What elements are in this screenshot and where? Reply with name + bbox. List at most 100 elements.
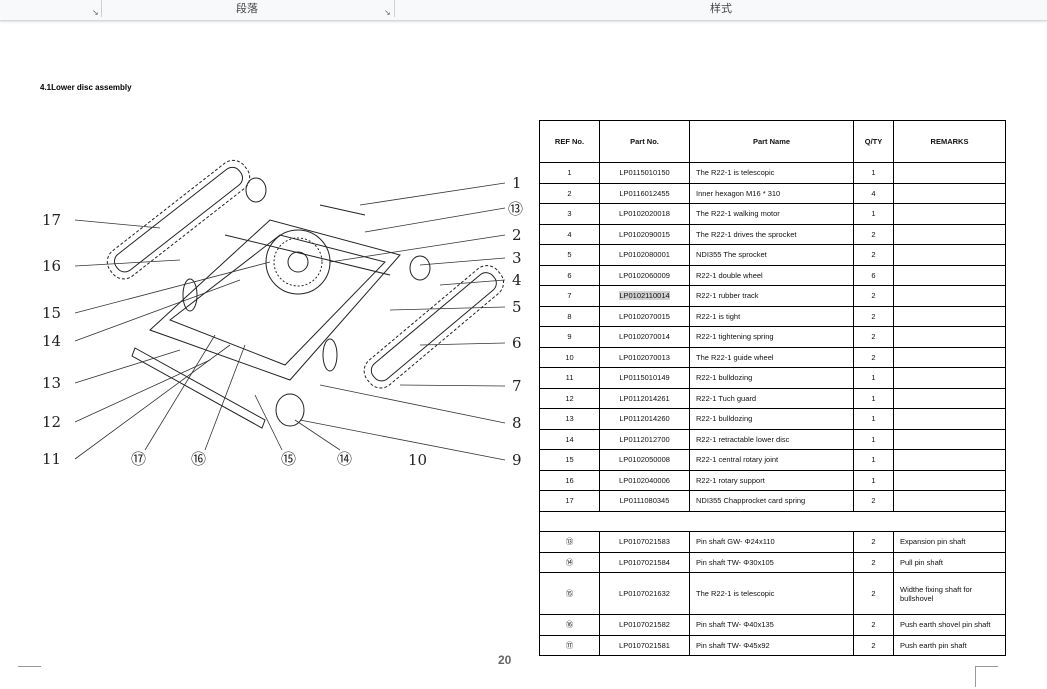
callout-circled-13: ⑬ (508, 200, 523, 218)
part-no-cell: LP0102060009 (599, 264, 690, 286)
remarks-cell: Push earth shovel pin shaft (893, 614, 1006, 636)
qty-cell: 2 (853, 346, 894, 368)
part-name-cell: The R22-1 guide wheel (689, 346, 854, 368)
qty-cell: 1 (853, 428, 894, 450)
part-no-cell: LP0116012455 (599, 182, 690, 204)
ref-no-cell: 5 (539, 244, 600, 266)
ref-no-cell: 8 (539, 305, 600, 327)
ref-no-cell: 7 (539, 285, 600, 307)
part-no-cell: LP0102020018 (599, 203, 690, 225)
ribbon-group-bar: ↘ 段落 ↘ 样式 (0, 0, 1047, 21)
qty-cell: 1 (853, 162, 894, 184)
page-number: 20 (498, 653, 512, 667)
header-part-name: Part Name (689, 120, 854, 163)
remarks-cell (893, 223, 1006, 245)
remarks-cell (893, 408, 1006, 430)
remarks-cell (893, 449, 1006, 471)
frame (149, 219, 401, 381)
qty-cell: 2 (853, 490, 894, 512)
ref-no-cell: 16 (539, 469, 600, 491)
part-no-cell: LP0102070015 (599, 305, 690, 327)
qty-cell: 1 (853, 408, 894, 430)
remarks-cell (893, 387, 1006, 409)
qty-cell: 2 (853, 551, 894, 573)
part-name-cell: R22-1 bulldozing (689, 408, 854, 430)
callout-6: 6 (512, 334, 522, 352)
font-dialog-launcher-icon[interactable]: ↘ (92, 8, 99, 17)
remarks-cell (893, 346, 1006, 368)
qty-cell: 2 (853, 531, 894, 553)
part-name-cell: NDI355 The sprocket (689, 244, 854, 266)
remarks-cell (893, 203, 1006, 225)
callout-circled-15: ⑮ (281, 450, 296, 468)
ref-no-cell: 4 (539, 223, 600, 245)
part-name-cell: The R22-1 is telescopic (689, 572, 854, 615)
remarks-cell (893, 367, 1006, 389)
part-no-cell: LP0102070014 (599, 326, 690, 348)
part-name-cell: The R22-1 drives the sprocket (689, 223, 854, 245)
remarks-cell (893, 285, 1006, 307)
callout-8: 8 (512, 414, 522, 432)
table-header-row: REF No. Part No. Part Name Q/TY REMARKS (539, 120, 1006, 163)
part-name-cell: R22-1 rotary support (689, 469, 854, 491)
callout-10: 10 (408, 451, 427, 469)
part-name-cell: The R22-1 walking motor (689, 203, 854, 225)
part-no-cell: LP0111080345 (599, 490, 690, 512)
spacer-cell (539, 510, 1006, 532)
part-name-cell: R22-1 bulldozing (689, 367, 854, 389)
qty-cell: 2 (853, 285, 894, 307)
ribbon-group-styles: 样式 (710, 3, 732, 15)
remarks-cell (893, 162, 1006, 184)
remarks-cell: Expansion pin shaft (893, 531, 1006, 553)
part-no-cell: LP0102090015 (599, 223, 690, 245)
spacer-row (539, 510, 1006, 532)
part-no-cell: LP0107021583 (599, 531, 690, 553)
remarks-cell (893, 182, 1006, 204)
part-name-cell: R22-1 double wheel (689, 264, 854, 286)
highlighted-text: LP0102110014 (619, 291, 670, 301)
callout-15: 15 (42, 304, 61, 322)
qty-cell: 2 (853, 634, 894, 656)
remarks-cell (893, 264, 1006, 286)
divider (394, 0, 395, 17)
ref-no-cell: 2 (539, 182, 600, 204)
callout-5: 5 (512, 298, 522, 316)
callout-12: 12 (42, 413, 61, 431)
ribbon-group-paragraph: 段落 (236, 3, 258, 15)
part-no-cell: LP0102050008 (599, 449, 690, 471)
qty-cell: 4 (853, 182, 894, 204)
qty-cell: 1 (853, 367, 894, 389)
dozer-blade (131, 347, 266, 429)
qty-cell: 2 (853, 572, 894, 615)
qty-cell: 2 (853, 614, 894, 636)
qty-cell: 2 (853, 223, 894, 245)
part-name-cell: R22-1 Tuch guard (689, 387, 854, 409)
ref-no-cell: 17 (539, 490, 600, 512)
remarks-cell (893, 490, 1006, 512)
ref-no-cell: 1 (539, 162, 600, 184)
header-qty: Q/TY (853, 120, 894, 163)
paragraph-dialog-launcher-icon[interactable]: ↘ (384, 8, 391, 17)
callout-17: 17 (42, 211, 61, 229)
part-no-cell: LP0107021584 (599, 551, 690, 573)
ref-no-cell: ⑭ (539, 551, 600, 573)
ref-no-cell: 6 (539, 264, 600, 286)
part-name-cell: Pin shaft TW- Φ30x105 (689, 551, 854, 573)
crop-mark (18, 666, 41, 667)
header-ref-no: REF No. (539, 120, 600, 163)
ref-no-cell: 12 (539, 387, 600, 409)
